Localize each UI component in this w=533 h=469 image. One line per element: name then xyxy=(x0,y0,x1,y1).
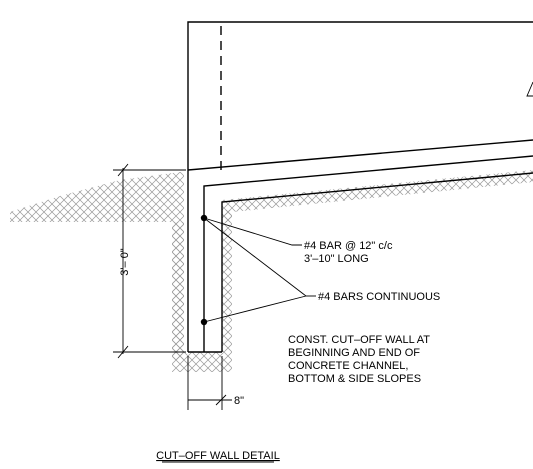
soil-hatch-base xyxy=(172,210,232,372)
leader-continuous-upper xyxy=(203,217,307,297)
dim-width-arrow xyxy=(215,394,227,406)
leader-continuous-lower xyxy=(203,295,307,323)
note-line-1: CONST. CUT–OFF WALL AT xyxy=(288,334,430,346)
soil-hatch-left xyxy=(10,172,184,360)
slab-top-line xyxy=(187,139,533,171)
note-line-2: BEGINNING AND END OF xyxy=(288,347,420,359)
dim-width-label: 8" xyxy=(234,395,244,407)
callout-transverse-bar-line1: #4 BAR @ 12" c/c xyxy=(304,240,393,252)
dim-height-arrow-bottom xyxy=(117,345,129,359)
channel-slab-bottom xyxy=(221,172,533,352)
note-line-3: CONCRETE CHANNEL, xyxy=(288,360,408,372)
callout-continuous-bars: #4 BARS CONTINUOUS xyxy=(318,291,440,303)
headwall-outline xyxy=(187,21,533,170)
dim-height-arrow-top xyxy=(117,163,129,177)
leader-transverse-bar xyxy=(203,217,302,246)
edge-symbol xyxy=(526,81,533,97)
soil-hatch-right xyxy=(222,170,533,222)
callout-transverse-bar-line2: 3'–10" LONG xyxy=(304,253,369,265)
drawing-title: CUT–OFF WALL DETAIL xyxy=(156,450,280,462)
note-line-4: BOTTOM & SIDE SLOPES xyxy=(288,373,421,385)
dim-height-label: 3'– 0" xyxy=(119,248,131,276)
